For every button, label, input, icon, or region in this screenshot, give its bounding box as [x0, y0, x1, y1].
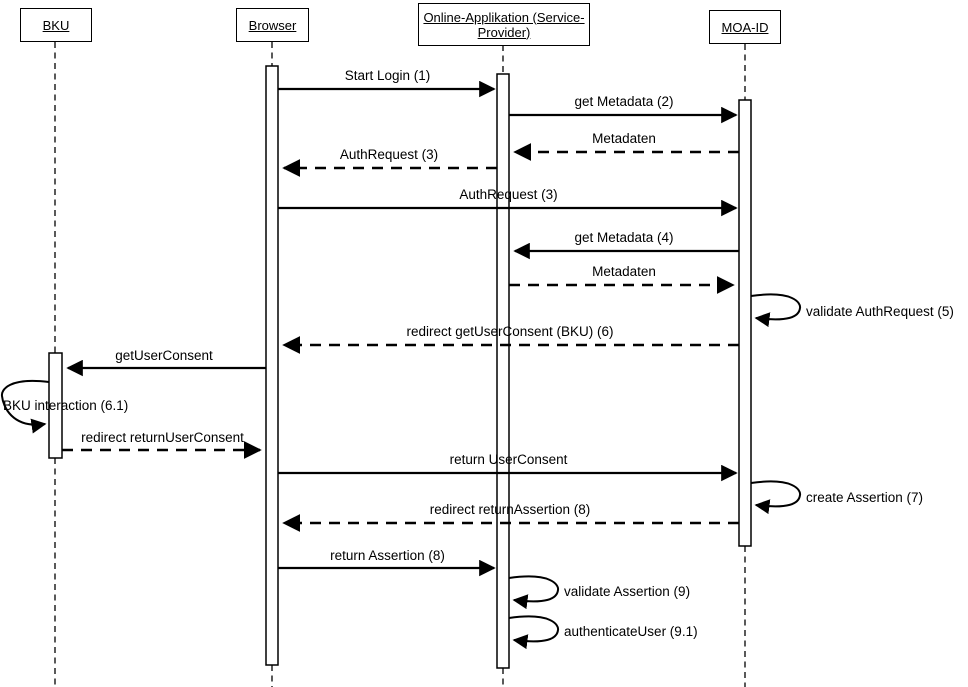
participant-online-applikation: Online-Applikation (Service-Provider)	[418, 3, 590, 46]
message-label-bku-interaction: BKU interaction (6.1)	[3, 398, 129, 413]
message-label-redirect-getuserconsent: redirect getUserConsent (BKU) (6)	[406, 324, 614, 339]
activation-bar-browser	[265, 65, 279, 666]
loop-validate-authrequest	[750, 293, 802, 328]
message-label-validate-assertion: validate Assertion (9)	[564, 584, 691, 599]
message-label-return-assertion: return Assertion (8)	[330, 548, 445, 563]
participant-moa-id: MOA-ID	[709, 10, 781, 44]
message-label-return-userconsent: return UserConsent	[449, 452, 568, 467]
message-label-validate-authrequest: validate AuthRequest (5)	[806, 304, 954, 319]
loop-validate-assertion	[508, 575, 560, 610]
message-label-authenticate-user: authenticateUser (9.1)	[564, 624, 698, 639]
solid-arrows	[66, 80, 739, 577]
activation-bar-online-app	[496, 73, 510, 669]
message-label-redirect-returnassertion: redirect returnAssertion (8)	[429, 502, 591, 517]
lifelines	[54, 42, 746, 687]
message-label-get-metadata-4: get Metadata (4)	[574, 230, 674, 245]
loop-bku-interaction	[0, 379, 50, 434]
message-label-create-assertion: create Assertion (7)	[806, 490, 924, 505]
activation-bar-bku	[48, 352, 63, 459]
dashed-arrows	[62, 143, 739, 532]
activation-bars	[48, 65, 752, 669]
loop-authenticate-user	[508, 615, 560, 650]
message-label-metadaten-1: Metadaten	[592, 131, 656, 146]
participant-browser: Browser	[236, 8, 309, 42]
message-label-metadaten-2: Metadaten	[592, 264, 656, 279]
message-label-authrequest-forward: AuthRequest (3)	[459, 187, 558, 202]
self-loops	[0, 293, 802, 650]
message-label-start-login: Start Login (1)	[344, 68, 431, 83]
participant-bku: BKU	[20, 8, 92, 42]
message-label-getuserconsent: getUserConsent	[115, 348, 213, 363]
message-label-redirect-returnuserconsent: redirect returnUserConsent	[81, 430, 244, 445]
message-label-get-metadata-2: get Metadata (2)	[574, 94, 674, 109]
message-label-authrequest-return: AuthRequest (3)	[339, 147, 439, 162]
loop-create-assertion	[750, 480, 802, 515]
activation-bar-moa-id	[738, 99, 752, 547]
